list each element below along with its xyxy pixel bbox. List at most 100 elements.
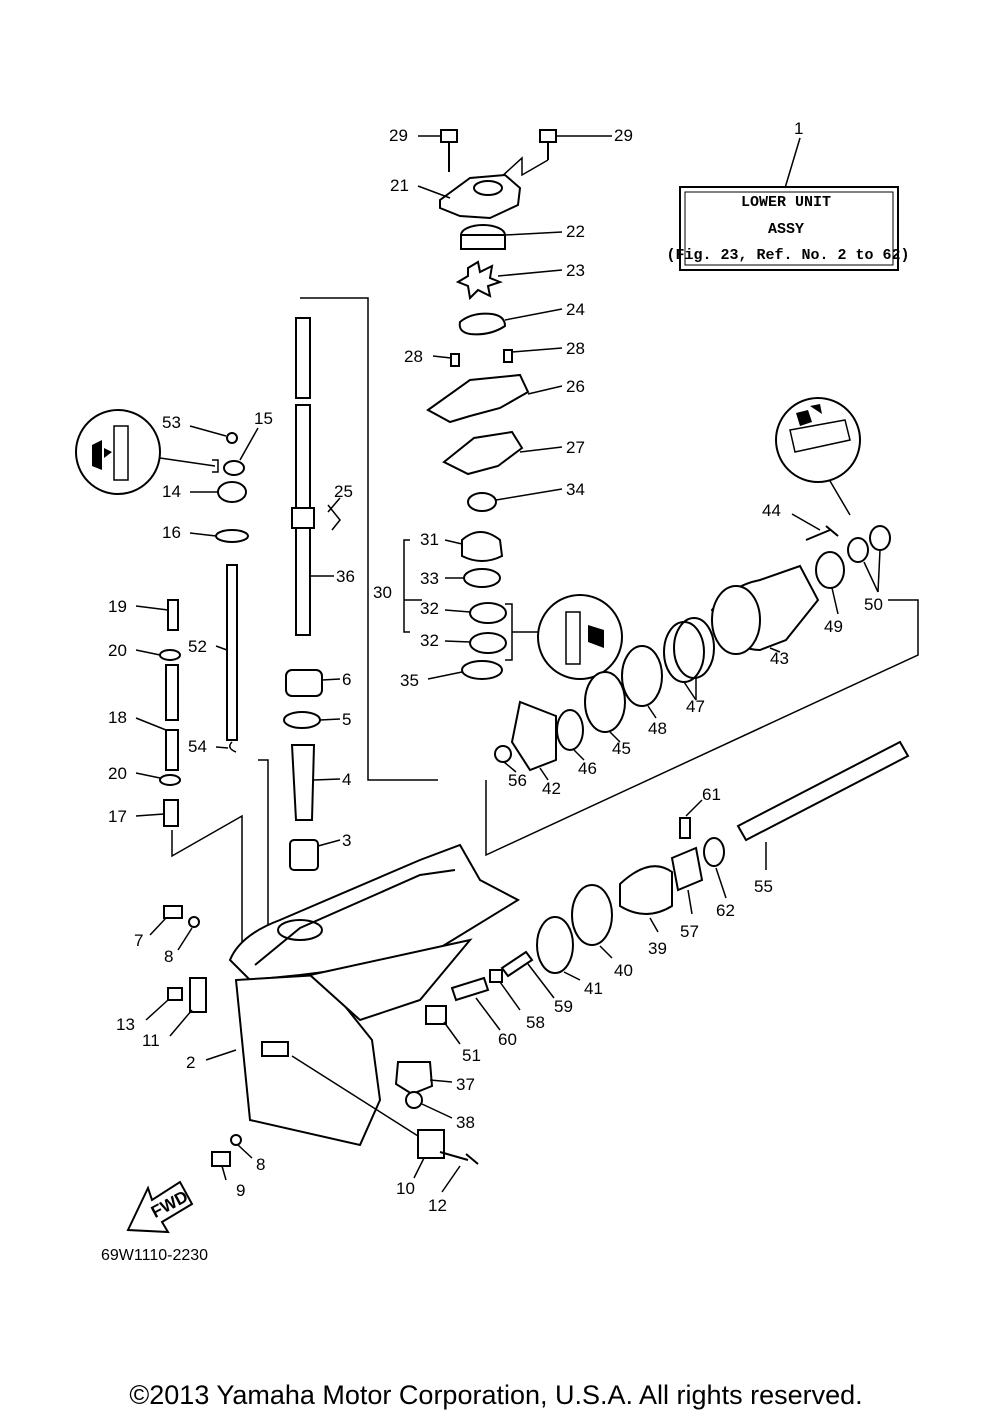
shift-cam-51 bbox=[425, 1005, 447, 1025]
callout-38: 38 bbox=[456, 1113, 475, 1132]
callout-10: 10 bbox=[396, 1179, 415, 1198]
callout-48: 48 bbox=[648, 719, 667, 738]
callout-60: 60 bbox=[498, 1030, 517, 1049]
clamp-20-top bbox=[159, 649, 181, 661]
callout-46: 46 bbox=[578, 759, 597, 778]
impeller bbox=[455, 260, 503, 301]
callout-18: 18 bbox=[108, 708, 127, 727]
callout-30: 30 bbox=[373, 583, 392, 602]
callout-47: 47 bbox=[686, 697, 705, 716]
dowel-pin-28-right bbox=[503, 349, 513, 363]
callout-26: 26 bbox=[566, 377, 585, 396]
shift-rod-boot-14 bbox=[217, 481, 247, 503]
water-pump-housing bbox=[439, 173, 522, 220]
callout-34: 34 bbox=[566, 480, 585, 499]
bolt-44 bbox=[805, 525, 839, 541]
bearing-6 bbox=[285, 669, 323, 697]
shim-62 bbox=[703, 837, 725, 867]
nut-13 bbox=[167, 987, 183, 1001]
callout-8-top: 8 bbox=[164, 947, 173, 966]
shim-5 bbox=[283, 711, 321, 729]
spring-59 bbox=[500, 950, 534, 978]
callout-35: 35 bbox=[400, 671, 419, 690]
oil-seal-housing bbox=[461, 531, 504, 562]
o-ring-47-b bbox=[673, 617, 715, 679]
callout-15: 15 bbox=[254, 409, 273, 428]
callout-5: 5 bbox=[342, 710, 351, 729]
callout-52: 52 bbox=[188, 637, 207, 656]
callout-59: 59 bbox=[554, 997, 573, 1016]
assy-line-3: (Fig. 23, Ref. No. 2 to 62) bbox=[666, 247, 909, 264]
callout-2: 2 bbox=[186, 1053, 195, 1072]
callout-58: 58 bbox=[526, 1013, 545, 1032]
callout-45: 45 bbox=[612, 739, 631, 758]
callout-4: 4 bbox=[342, 770, 351, 789]
plate-11 bbox=[189, 977, 207, 1013]
assy-reference-box: LOWER UNIT ASSY (Fig. 23, Ref. No. 2 to … bbox=[666, 137, 910, 271]
callout-25: 25 bbox=[334, 482, 353, 501]
oil-seal-32-top bbox=[469, 602, 507, 624]
seal-50-b bbox=[869, 525, 891, 551]
callout-62: 62 bbox=[716, 901, 735, 920]
bushing-3 bbox=[289, 839, 319, 871]
needle-bearing-49 bbox=[815, 551, 845, 589]
grease-symbol-right-top-icon bbox=[775, 397, 861, 516]
bolt-29-left bbox=[440, 129, 458, 172]
plug-9 bbox=[211, 1151, 231, 1167]
clamp-20-bottom bbox=[159, 774, 181, 786]
bearing-45 bbox=[584, 671, 626, 733]
callout-28-left: 28 bbox=[404, 347, 423, 366]
callout-29-left: 29 bbox=[389, 126, 408, 145]
dowel-pin-28-left bbox=[450, 353, 460, 367]
callout-37: 37 bbox=[456, 1075, 475, 1094]
forward-direction-icon: FWD bbox=[126, 1180, 194, 1234]
washer-56 bbox=[494, 745, 512, 763]
callout-8-bottom: 8 bbox=[256, 1155, 265, 1174]
callout-50: 50 bbox=[864, 595, 883, 614]
outer-plate bbox=[426, 373, 530, 424]
callout-61: 61 bbox=[702, 785, 721, 804]
reverse-gear-42 bbox=[510, 700, 557, 772]
callout-29-right: 29 bbox=[614, 126, 633, 145]
dog-clutch-57 bbox=[670, 846, 704, 892]
callout-21: 21 bbox=[390, 176, 409, 195]
callout-55: 55 bbox=[754, 877, 773, 896]
callout-16: 16 bbox=[162, 523, 181, 542]
callout-51: 51 bbox=[462, 1046, 481, 1065]
shift-rod bbox=[226, 564, 238, 741]
forward-gear-39 bbox=[619, 865, 673, 915]
callout-32-bottom: 32 bbox=[420, 631, 439, 650]
callout-1: 1 bbox=[794, 119, 803, 138]
callout-19: 19 bbox=[108, 597, 127, 616]
callout-6: 6 bbox=[342, 670, 351, 689]
bearing-40 bbox=[571, 884, 613, 946]
callout-39: 39 bbox=[648, 939, 667, 958]
callout-32-top: 32 bbox=[420, 599, 439, 618]
bolt-29-right bbox=[499, 129, 557, 179]
hose-18-top bbox=[165, 664, 179, 721]
callout-42: 42 bbox=[542, 779, 561, 798]
callout-11: 11 bbox=[142, 1031, 160, 1050]
callout-20-bottom: 20 bbox=[108, 764, 127, 783]
diagram-code: 69W1110-2230 bbox=[101, 1247, 208, 1264]
callout-36: 36 bbox=[336, 567, 355, 586]
o-ring-33 bbox=[463, 568, 501, 588]
o-ring-16 bbox=[215, 529, 249, 543]
plug-7 bbox=[163, 905, 183, 919]
clip-53 bbox=[226, 432, 238, 444]
gasket-8-bottom bbox=[230, 1134, 242, 1146]
pin-61 bbox=[679, 817, 691, 839]
callout-13: 13 bbox=[116, 1015, 135, 1034]
callout-23: 23 bbox=[566, 261, 585, 280]
assy-line-2: ASSY bbox=[768, 221, 804, 238]
insert-cartridge-body bbox=[460, 234, 506, 250]
callout-17: 17 bbox=[108, 807, 127, 826]
callout-40: 40 bbox=[614, 961, 633, 980]
gasket-24 bbox=[458, 312, 507, 336]
o-ring-48 bbox=[621, 645, 663, 707]
seal-50-a bbox=[847, 537, 869, 563]
shim-46 bbox=[556, 709, 584, 751]
pinion-37 bbox=[394, 1061, 434, 1096]
bushing-15 bbox=[223, 460, 245, 476]
callout-57: 57 bbox=[680, 922, 699, 941]
